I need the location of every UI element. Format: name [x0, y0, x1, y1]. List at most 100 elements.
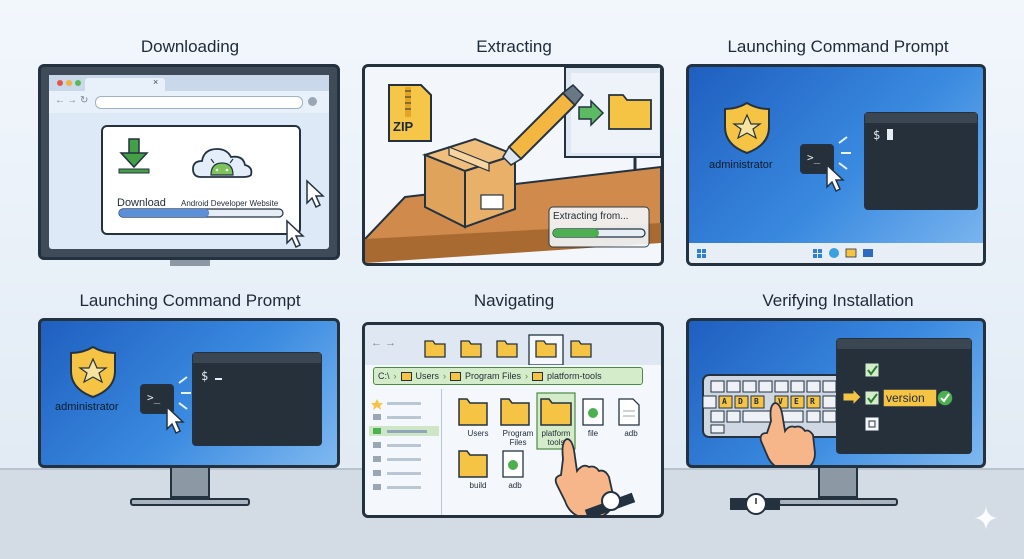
file-label-adb-2: adb [508, 481, 522, 490]
terminal-caret [887, 129, 894, 140]
terminal-prompt: $ [873, 128, 894, 142]
wristwatch-icon [730, 493, 780, 515]
android-cloud-icon [192, 148, 253, 178]
folder-icon [450, 371, 462, 381]
back-icon[interactable]: ← [371, 337, 382, 349]
title-verifying: Verifying Installation [762, 291, 914, 310]
browser-toolbar: ← → ↻ [49, 91, 329, 113]
browser-tabbar: × [49, 75, 329, 91]
site-label: Android Developer Website [181, 199, 279, 208]
adb-ver-keys: A D B V E R [703, 396, 865, 408]
panel-verifying: A D B V E R version [686, 318, 986, 468]
extract-status: Extracting from... [553, 211, 629, 222]
administrator-label: administrator [709, 159, 773, 171]
terminal-shortcut-text: >_ [147, 391, 161, 404]
keycap-icon [864, 416, 880, 432]
close-dot-icon[interactable] [57, 80, 63, 86]
extract-progress-fill [553, 229, 599, 237]
android-file-icon[interactable] [582, 398, 604, 426]
path-segment-drive[interactable]: C:\ [378, 371, 390, 381]
file-label-file: file [587, 429, 599, 438]
title-extracting: Extracting [476, 37, 552, 56]
chevron-right-icon: › [393, 371, 397, 381]
profile-icon[interactable] [308, 97, 317, 106]
folder-users-icon[interactable] [458, 398, 488, 426]
zip-label: ZIP [393, 119, 414, 134]
terminal-shortcut-icon[interactable] [800, 144, 834, 174]
arrow-right-icon [578, 99, 605, 127]
forward-icon[interactable]: → [67, 95, 77, 106]
cardboard-box [422, 137, 518, 229]
panel-downloading: × ← → ↻ [38, 64, 340, 260]
explorer-tabbar: ← → [365, 325, 661, 365]
terminal-window [192, 352, 322, 446]
monitor-base [778, 498, 898, 506]
key-b[interactable]: B [754, 397, 759, 406]
key-e[interactable]: E [794, 397, 799, 406]
file-label-platform-tools: platform tools [541, 429, 571, 447]
hand-pointer-icon [759, 402, 816, 465]
file-label-build: build [469, 481, 487, 490]
start-icon[interactable] [697, 249, 706, 258]
sidebar-items[interactable] [369, 399, 439, 490]
monitor-base [130, 498, 250, 506]
file-label-adb: adb [624, 429, 638, 438]
administrator-label: administrator [55, 401, 119, 413]
browser-icon[interactable] [829, 248, 839, 258]
back-icon[interactable]: ← [55, 95, 65, 106]
chevron-right-icon: › [525, 371, 529, 381]
folder-program-files-icon[interactable] [500, 398, 530, 426]
path-segment-program-files[interactable]: Program Files [465, 371, 522, 381]
taskbar-start-icon[interactable] [813, 249, 822, 258]
address-bar[interactable] [95, 96, 303, 109]
panel-launching-2: $ administrator >_ [38, 318, 340, 468]
cursor-icon [166, 405, 185, 435]
shield-icon [724, 101, 770, 155]
nav-sidebar [365, 389, 442, 515]
panel-launching-1: $ administrator >_ [686, 64, 986, 266]
browser-tab[interactable] [85, 78, 165, 91]
download-label: Download [117, 197, 166, 209]
path-segment-users[interactable]: Users [415, 371, 440, 381]
file-adb-icon[interactable] [618, 398, 640, 426]
tab-folder-icons[interactable] [424, 334, 592, 365]
prompt-text: $ [873, 128, 888, 142]
key-a[interactable]: A [722, 397, 727, 406]
browser-window: × ← → ↻ [49, 75, 329, 249]
key-v[interactable]: V [778, 397, 783, 406]
maximize-dot-icon[interactable] [75, 80, 81, 86]
download-icon[interactable] [118, 138, 150, 174]
android-adb-icon[interactable] [502, 450, 524, 478]
zip-file-icon [388, 84, 432, 142]
tab-close-icon[interactable]: × [153, 77, 159, 87]
store-icon[interactable] [863, 249, 873, 257]
terminal-prompt: $ [201, 369, 223, 383]
refresh-icon[interactable]: ↻ [80, 95, 89, 106]
path-bar[interactable]: C:\ › Users › Program Files › platform-t… [373, 367, 643, 385]
title-navigating: Navigating [473, 291, 555, 310]
terminal-shortcut-icon[interactable] [140, 384, 174, 414]
title-downloading: Downloading [140, 37, 240, 56]
minimize-dot-icon[interactable] [66, 80, 72, 86]
file-label-users: Users [467, 429, 489, 438]
panel-extracting: ZIP Extracting from... [362, 64, 664, 266]
key-d[interactable]: D [738, 397, 743, 406]
folder-taskbar-icon[interactable] [845, 248, 857, 258]
chevron-right-icon: › [443, 371, 447, 381]
folder-icon [400, 371, 412, 381]
monitor-stand [170, 468, 210, 498]
key-r[interactable]: R [810, 397, 815, 406]
check-mark [940, 393, 950, 403]
cursor-icon [306, 179, 325, 209]
folder-icon [608, 94, 652, 130]
folder-build-icon[interactable] [458, 450, 488, 478]
path-segment-platform-tools[interactable]: platform-tools [547, 371, 602, 381]
hand-pointer-icon [554, 438, 636, 515]
terminal-shortcut-text: >_ [807, 151, 821, 164]
shield-icon [70, 345, 116, 399]
forward-icon[interactable]: → [385, 337, 396, 349]
download-progress-fill [119, 209, 210, 217]
title-launching-2: Launching Command Prompt [79, 291, 301, 310]
terminal-caret [215, 378, 223, 380]
check-box-1-icon [864, 362, 880, 378]
